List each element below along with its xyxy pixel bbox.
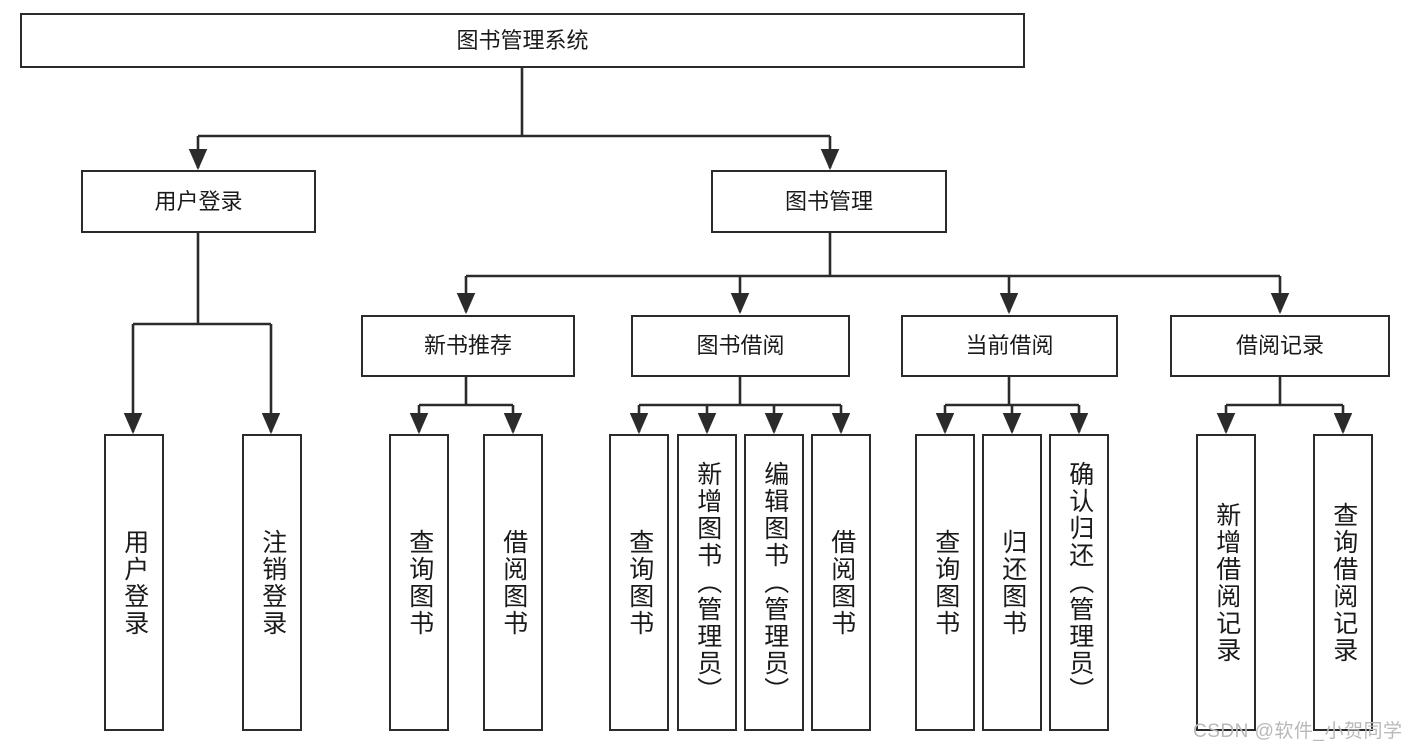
- node-label: 确认归还（管理员）: [1065, 461, 1094, 704]
- leaf-query-book-recommend[interactable]: 查询图书: [389, 434, 449, 731]
- node-label: 查询图书: [625, 528, 654, 637]
- node-label: 新增借阅记录: [1212, 501, 1241, 664]
- node-label: 查询借阅记录: [1329, 501, 1358, 664]
- leaf-user-logout[interactable]: 注销登录: [242, 434, 302, 731]
- leaf-return-book[interactable]: 归还图书: [982, 434, 1042, 731]
- node-label: 查询图书: [405, 528, 434, 637]
- node-user-login[interactable]: 用户登录: [81, 170, 316, 233]
- node-label: 图书管理系统: [456, 27, 589, 53]
- leaf-query-borrow-record[interactable]: 查询借阅记录: [1313, 434, 1373, 731]
- node-label: 注销登录: [258, 528, 287, 637]
- node-label: 用户登录: [154, 188, 243, 214]
- node-label: 图书管理: [784, 188, 873, 214]
- node-label: 用户登录: [120, 528, 149, 637]
- node-label: 新增图书（管理员）: [693, 461, 722, 704]
- node-label: 编辑图书（管理员）: [760, 461, 789, 704]
- csdn-watermark: CSDN @软件_小贺同学: [1193, 721, 1403, 742]
- node-borrow-record[interactable]: 借阅记录: [1170, 315, 1390, 377]
- node-root-system[interactable]: 图书管理系统: [20, 13, 1025, 68]
- leaf-add-borrow-record[interactable]: 新增借阅记录: [1196, 434, 1256, 731]
- leaf-borrow-book[interactable]: 借阅图书: [811, 434, 871, 731]
- leaf-add-book-admin[interactable]: 新增图书（管理员）: [677, 434, 737, 731]
- node-label: 当前借阅: [965, 333, 1054, 359]
- leaf-user-login[interactable]: 用户登录: [104, 434, 164, 731]
- node-book-management[interactable]: 图书管理: [711, 170, 947, 233]
- leaf-query-book-current[interactable]: 查询图书: [915, 434, 975, 731]
- node-label: 借阅图书: [827, 528, 856, 637]
- node-book-borrow[interactable]: 图书借阅: [631, 315, 850, 377]
- leaf-confirm-return-admin[interactable]: 确认归还（管理员）: [1049, 434, 1109, 731]
- leaf-query-book-borrow[interactable]: 查询图书: [609, 434, 669, 731]
- node-label: 借阅记录: [1235, 333, 1324, 359]
- leaf-edit-book-admin[interactable]: 编辑图书（管理员）: [744, 434, 804, 731]
- node-new-book-recommend[interactable]: 新书推荐: [361, 315, 575, 377]
- node-label: 新书推荐: [423, 333, 512, 359]
- node-current-borrow[interactable]: 当前借阅: [901, 315, 1118, 377]
- node-label: 查询图书: [931, 528, 960, 637]
- node-label: 归还图书: [998, 528, 1027, 637]
- node-label: 图书借阅: [696, 333, 785, 359]
- leaf-borrow-book-recommend[interactable]: 借阅图书: [483, 434, 543, 731]
- node-label: 借阅图书: [499, 528, 528, 637]
